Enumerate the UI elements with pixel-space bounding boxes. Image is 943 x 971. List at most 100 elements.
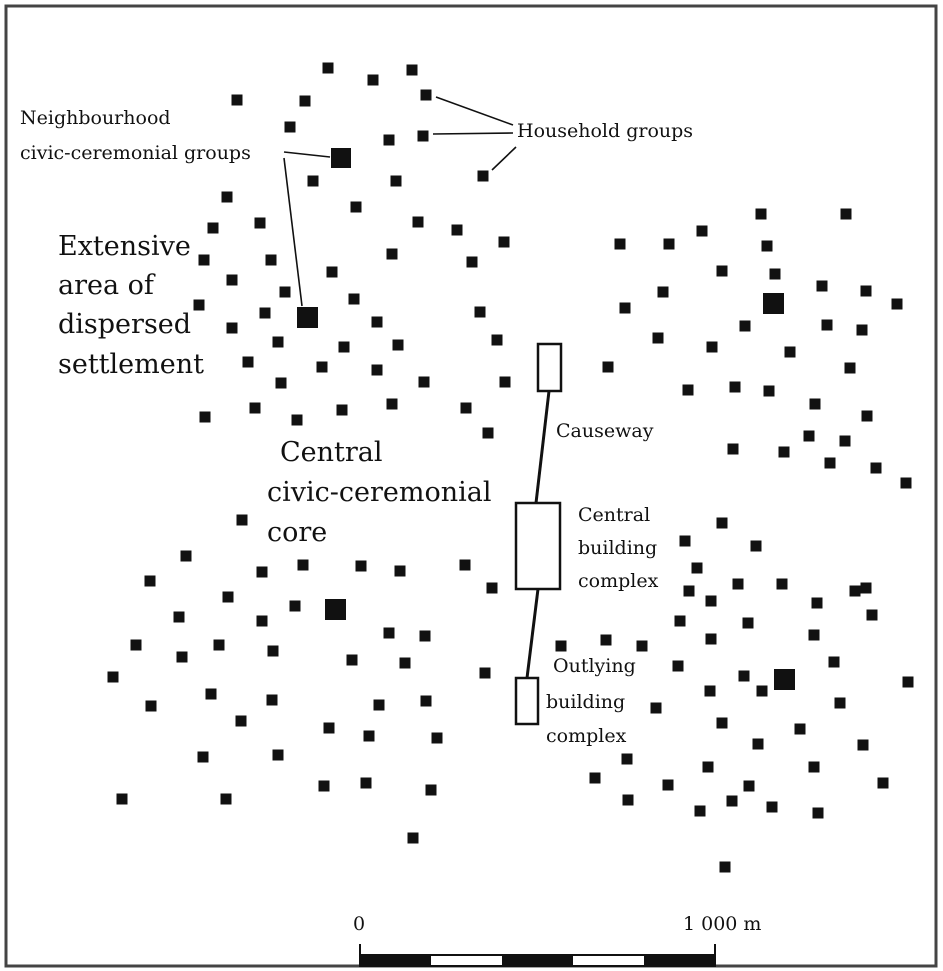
household-group-marker	[386, 398, 398, 410]
leader-household-1	[435, 96, 514, 126]
label-causeway: Causeway	[556, 420, 654, 442]
household-group-marker	[363, 730, 375, 742]
causeway-line-north	[534, 390, 551, 504]
household-group-marker	[662, 779, 674, 791]
household-group-marker	[839, 435, 851, 447]
household-group-marker	[849, 585, 861, 597]
household-group-marker	[235, 715, 247, 727]
household-group-marker	[474, 306, 486, 318]
household-group-marker	[866, 609, 878, 621]
label-extensive-line2: area of	[58, 270, 156, 301]
causeway-line-south	[525, 588, 540, 679]
household-group-marker	[425, 784, 437, 796]
household-group-marker	[417, 130, 429, 142]
household-group-marker	[821, 319, 833, 331]
household-group-marker	[220, 793, 232, 805]
neighbourhood-groups-layer	[297, 148, 795, 690]
household-group-marker	[399, 657, 411, 669]
household-group-marker	[477, 170, 489, 182]
household-group-marker	[205, 688, 217, 700]
household-group-marker	[307, 175, 319, 187]
household-group-marker	[390, 175, 402, 187]
household-group-marker	[479, 667, 491, 679]
neighbourhood-group-east	[763, 293, 784, 314]
household-group-marker	[704, 685, 716, 697]
household-group-marker	[392, 339, 404, 351]
text-labels: Neighbourhood civic-ceremonial groups Ho…	[20, 107, 693, 747]
household-group-marker	[812, 807, 824, 819]
household-group-marker	[231, 94, 243, 106]
household-group-marker	[256, 566, 268, 578]
household-groups-layer	[107, 62, 914, 873]
household-group-marker	[844, 362, 856, 374]
household-group-marker	[256, 615, 268, 627]
household-group-marker	[650, 702, 662, 714]
household-group-marker	[431, 732, 443, 744]
neighbourhood-group-southeast	[774, 669, 795, 690]
household-group-marker	[394, 565, 406, 577]
label-extensive-line1: Extensive	[58, 231, 191, 262]
household-group-marker	[451, 224, 463, 236]
household-group-marker	[373, 699, 385, 711]
household-group-marker	[367, 74, 379, 86]
household-group-marker	[322, 62, 334, 74]
household-group-marker	[696, 225, 708, 237]
household-group-marker	[275, 377, 287, 389]
central-core	[514, 342, 563, 726]
household-group-marker	[776, 578, 788, 590]
household-group-marker	[355, 560, 367, 572]
household-group-marker	[406, 64, 418, 76]
household-group-marker	[459, 559, 471, 571]
label-neighbourhood-line2: civic-ceremonial groups	[20, 142, 251, 164]
label-core-line1: Central	[280, 437, 383, 468]
household-group-marker	[221, 191, 233, 203]
label-core-line2: civic-ceremonial	[267, 477, 492, 508]
household-group-marker	[691, 562, 703, 574]
household-group-marker	[346, 654, 358, 666]
household-group-marker	[213, 639, 225, 651]
household-group-marker	[766, 801, 778, 813]
household-group-marker	[755, 208, 767, 220]
household-group-marker	[336, 404, 348, 416]
label-outlying-building-line3: complex	[546, 725, 627, 747]
household-group-marker	[555, 640, 567, 652]
neighbourhood-group-west	[297, 307, 318, 328]
household-group-marker	[716, 265, 728, 277]
household-group-marker	[323, 722, 335, 734]
household-group-marker	[267, 645, 279, 657]
household-group-marker	[900, 477, 912, 489]
household-group-marker	[663, 238, 675, 250]
household-group-marker	[107, 671, 119, 683]
scale-segment-1	[360, 955, 431, 966]
household-group-marker	[870, 462, 882, 474]
household-group-marker	[272, 336, 284, 348]
household-group-marker	[902, 676, 914, 688]
household-group-marker	[860, 582, 872, 594]
household-group-marker	[383, 627, 395, 639]
household-group-marker	[460, 402, 472, 414]
household-group-marker	[407, 832, 419, 844]
causeway-end-building	[536, 342, 563, 393]
household-group-marker	[778, 446, 790, 458]
household-group-marker	[360, 777, 372, 789]
household-group-marker	[299, 95, 311, 107]
leader-household-3	[491, 146, 517, 171]
label-household-groups: Household groups	[517, 120, 693, 142]
household-group-marker	[816, 280, 828, 292]
household-group-marker	[727, 443, 739, 455]
leader-neighbourhood-west	[283, 157, 303, 307]
scale-segment-5	[644, 955, 715, 966]
household-group-marker	[761, 240, 773, 252]
household-group-marker	[316, 361, 328, 373]
household-group-marker	[840, 208, 852, 220]
household-group-marker	[486, 582, 498, 594]
household-group-marker	[266, 694, 278, 706]
household-group-marker	[499, 376, 511, 388]
household-group-marker	[794, 723, 806, 735]
household-group-marker	[803, 430, 815, 442]
household-group-marker	[236, 514, 248, 526]
household-group-marker	[265, 254, 277, 266]
household-group-marker	[318, 780, 330, 792]
